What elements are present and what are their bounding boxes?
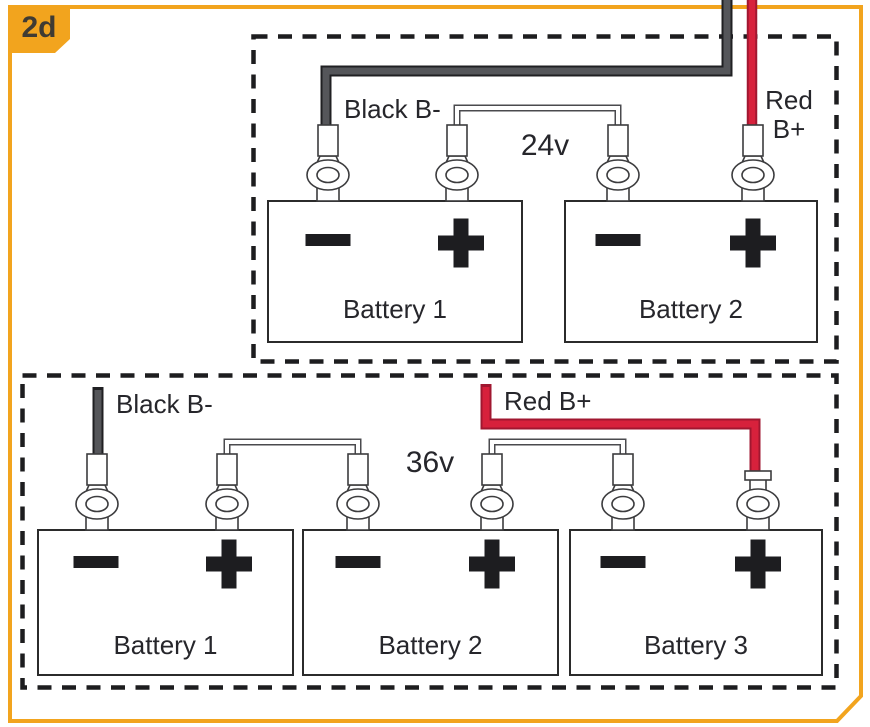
battery-box xyxy=(569,529,823,676)
terminal-negative xyxy=(306,124,350,202)
terminal-positive-lug xyxy=(736,470,780,531)
red-wire-label-top: Red B+ xyxy=(756,86,822,144)
series-24v-dashed-box xyxy=(251,34,839,364)
jumper-wires xyxy=(223,104,627,458)
battery-name-label: Battery 2 xyxy=(378,630,483,660)
figure-tab xyxy=(8,5,70,53)
battery-box xyxy=(302,529,559,676)
voltage-label-top: 24v xyxy=(520,129,570,162)
battery-name-label: Battery 2 xyxy=(638,294,744,324)
battery-name-label: Battery 1 xyxy=(113,630,218,660)
jumper-wire-core xyxy=(225,440,360,458)
black-wire-label-bottom: Black B- xyxy=(116,389,213,419)
terminal-positive xyxy=(435,124,479,202)
terminal-negative xyxy=(75,453,119,531)
black-negative-wire-top xyxy=(320,0,733,135)
battery-name-label: Battery 3 xyxy=(643,630,749,660)
minus-symbol xyxy=(73,556,119,568)
figure-step-label: 2d xyxy=(21,10,57,44)
battery-box xyxy=(37,529,294,676)
figure-border xyxy=(8,5,863,723)
minus-symbol xyxy=(600,556,646,568)
red-wire-label-line2: B+ xyxy=(772,114,806,144)
terminal-negative xyxy=(336,453,380,531)
battery-box xyxy=(267,200,523,343)
terminal-negative xyxy=(596,124,640,202)
jumper-wire-core xyxy=(490,440,625,458)
jumper-wire xyxy=(453,104,622,130)
terminal-positive xyxy=(205,453,249,531)
minus-symbol xyxy=(305,234,351,246)
jumper-wire-core xyxy=(455,106,620,130)
black-wire-label-top: Black B- xyxy=(344,94,441,124)
minus-symbol xyxy=(595,234,641,246)
terminal-negative xyxy=(601,453,645,531)
battery-box xyxy=(564,200,818,343)
battery-bodies-top xyxy=(267,200,818,343)
terminal-positive xyxy=(470,453,514,531)
jumper-wire xyxy=(488,438,627,458)
series-36v-dashed-box xyxy=(20,373,839,690)
red-wire-label-bottom: Red B+ xyxy=(504,386,592,416)
battery-name-label: Battery 1 xyxy=(342,294,448,324)
voltage-label-bottom: 36v xyxy=(405,446,455,479)
red-wire-label-line1: Red xyxy=(765,85,813,115)
minus-symbol xyxy=(335,556,381,568)
jumper-wire xyxy=(223,438,362,458)
red-positive-wire-bottom xyxy=(480,384,761,478)
battery-bodies-bottom xyxy=(37,529,823,676)
